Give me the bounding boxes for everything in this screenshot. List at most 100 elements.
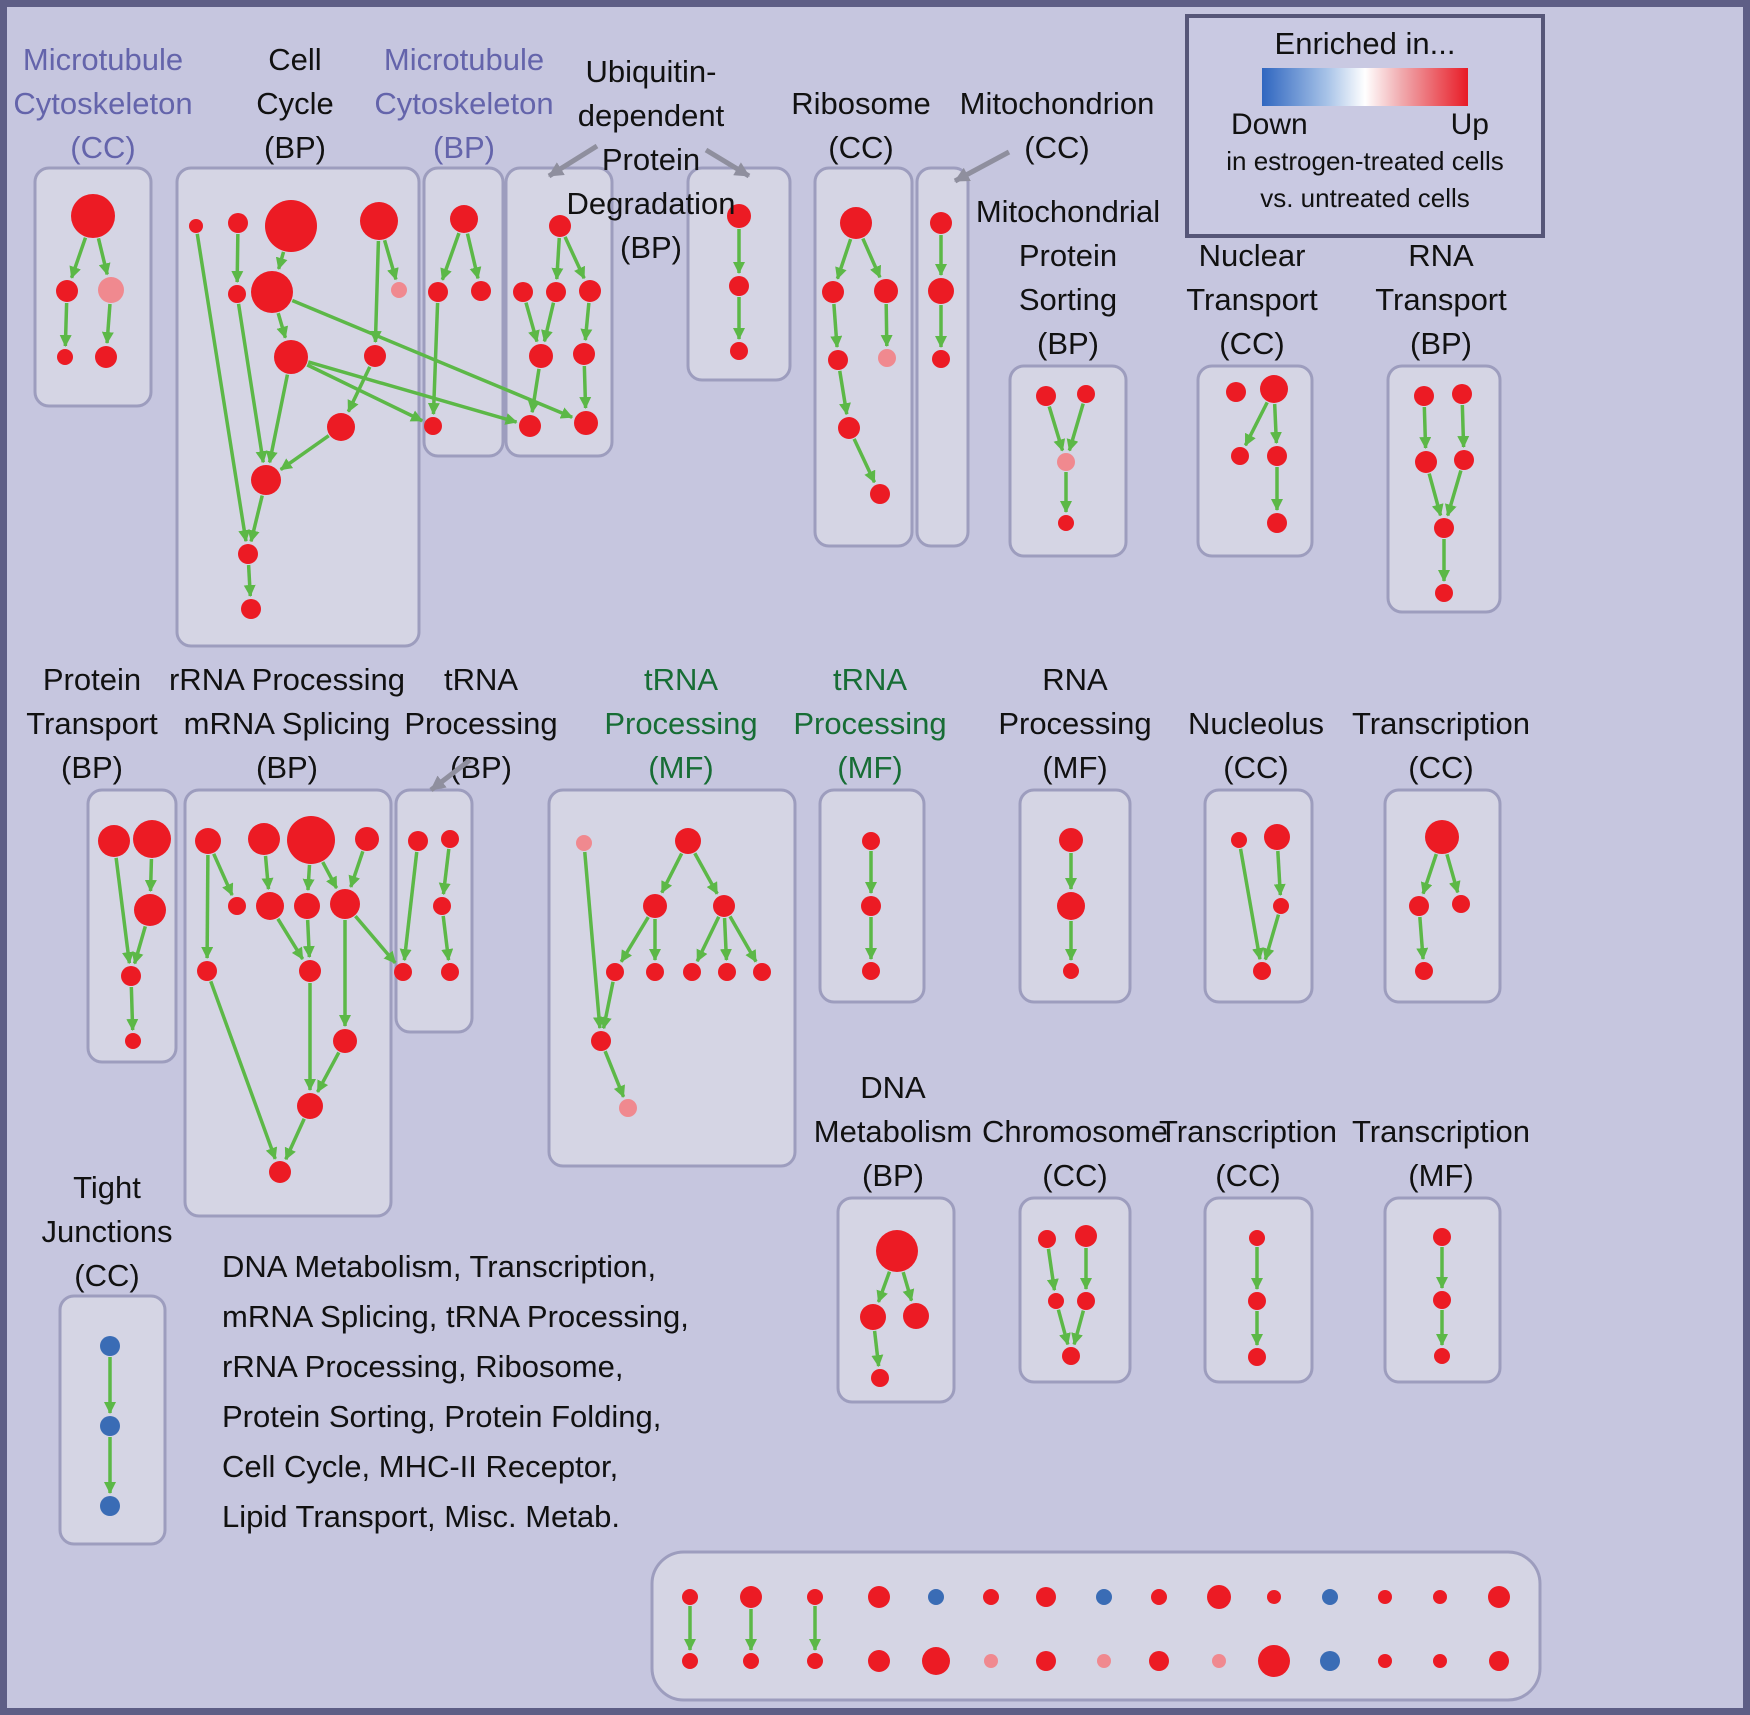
cluster-box-nuclear-transport-cc [1196,364,1314,558]
gene-node [100,1336,120,1356]
gene-node [98,825,130,857]
edge [284,1118,306,1161]
gene-node [100,1416,120,1436]
gene-node [1249,1230,1265,1246]
cluster-box-rna-transport-bp [1386,364,1502,614]
gene-node [238,544,258,564]
gene-node [1036,1587,1056,1607]
gene-node [1433,1654,1447,1668]
gene-node [718,963,736,981]
cluster-label-transcription-mf: (MF) [1408,1158,1473,1193]
cluster-label-chromosome-cc: (CC) [1042,1158,1107,1193]
gene-node [682,1653,698,1669]
gene-node [1075,1225,1097,1247]
edge [1273,850,1286,897]
cluster-box-protein-transport-bp [86,788,178,1064]
gene-node [1212,1654,1226,1668]
cluster-label-rrna-processing-mrna-splicing-bp: rRNA Processing [169,662,405,697]
gene-node [870,484,890,504]
edge [131,925,147,965]
gene-node [1057,453,1075,471]
label-pointer-arrow [953,149,1011,184]
gene-node [195,828,221,854]
cluster-label-cell-cycle-bp: (BP) [264,130,326,165]
gene-node [683,963,701,981]
gene-node [394,963,412,981]
cluster-label-dna-metabolism-bp: Metabolism [814,1114,973,1149]
cluster-box-transcription-mf [1383,1196,1502,1384]
gene-node [1433,1228,1451,1246]
edge [693,852,719,895]
gene-node [868,1586,890,1608]
edge [440,232,461,281]
gene-node [1248,1292,1266,1310]
cluster-label-trna-processing-mf-1: (MF) [648,750,713,785]
edge [236,303,268,464]
gene-node [1433,1590,1447,1604]
gene-node [591,1031,611,1051]
cluster-label-nuclear-transport-cc: Nuclear [1199,238,1306,273]
edge [901,1271,915,1302]
gene-node [1434,518,1454,538]
gene-node [549,215,571,237]
edge [316,1051,341,1093]
gene-node [860,1304,886,1330]
gene-node [930,212,952,234]
cluster-label-ubiquitin-degradation-bp: (BP) [620,230,682,265]
gene-node [1415,962,1433,980]
gene-node [256,892,284,920]
edge [1066,403,1085,452]
ungrouped-terms-line: rRNA Processing, Ribosome, [222,1349,624,1384]
edge [527,368,541,414]
cluster-label-cell-cycle-bp: Cell [268,42,321,77]
gene-node [928,1589,944,1605]
edge [261,855,274,891]
gene-node [729,276,749,296]
gene-node [1036,1651,1056,1671]
edge [1269,403,1282,445]
gene-node [251,465,281,495]
edge [1071,1310,1086,1346]
cluster-label-dna-metabolism-bp: DNA [860,1070,926,1105]
cluster-label-rna-transport-bp: RNA [1408,238,1474,273]
gene-node [807,1653,823,1669]
edge [695,916,721,963]
edge [369,240,382,344]
legend-ends-row: Down Up [1189,108,1541,142]
gene-node [1488,1586,1510,1608]
edge [321,861,339,889]
gene-node [71,194,115,238]
edge [201,854,214,960]
edge [144,858,157,893]
gene-node [433,897,451,915]
gene-node [248,823,280,855]
cluster-box-trna-processing-mf-2 [818,788,926,1004]
gene-node [1415,451,1437,473]
edge [399,851,419,962]
edge [209,980,278,1160]
gene-node [727,204,751,228]
gene-node [125,1033,141,1049]
ungrouped-terms-line: DNA Metabolism, Transcription, [222,1249,657,1284]
gene-node [868,1650,890,1672]
gene-node [95,346,117,368]
edge [880,303,893,348]
gene-node [753,963,771,981]
gene-node [862,962,880,980]
gene-node [932,350,950,368]
label-pointer-arrow [547,143,599,179]
gene-node [424,417,442,435]
gene-node [1454,450,1474,470]
edge [348,850,365,888]
gene-node [1058,515,1074,531]
gene-node [241,599,261,619]
gene-node [1267,1590,1281,1604]
edge [1243,401,1269,447]
gene-node [333,1029,357,1053]
gene-node [861,896,881,916]
gene-node [1149,1651,1169,1671]
cluster-label-trna-processing-bp: Processing [404,706,557,741]
cluster-label-ribosome-cc: Ribosome [791,86,931,121]
gene-node [1096,1589,1112,1605]
gene-node [251,271,293,313]
